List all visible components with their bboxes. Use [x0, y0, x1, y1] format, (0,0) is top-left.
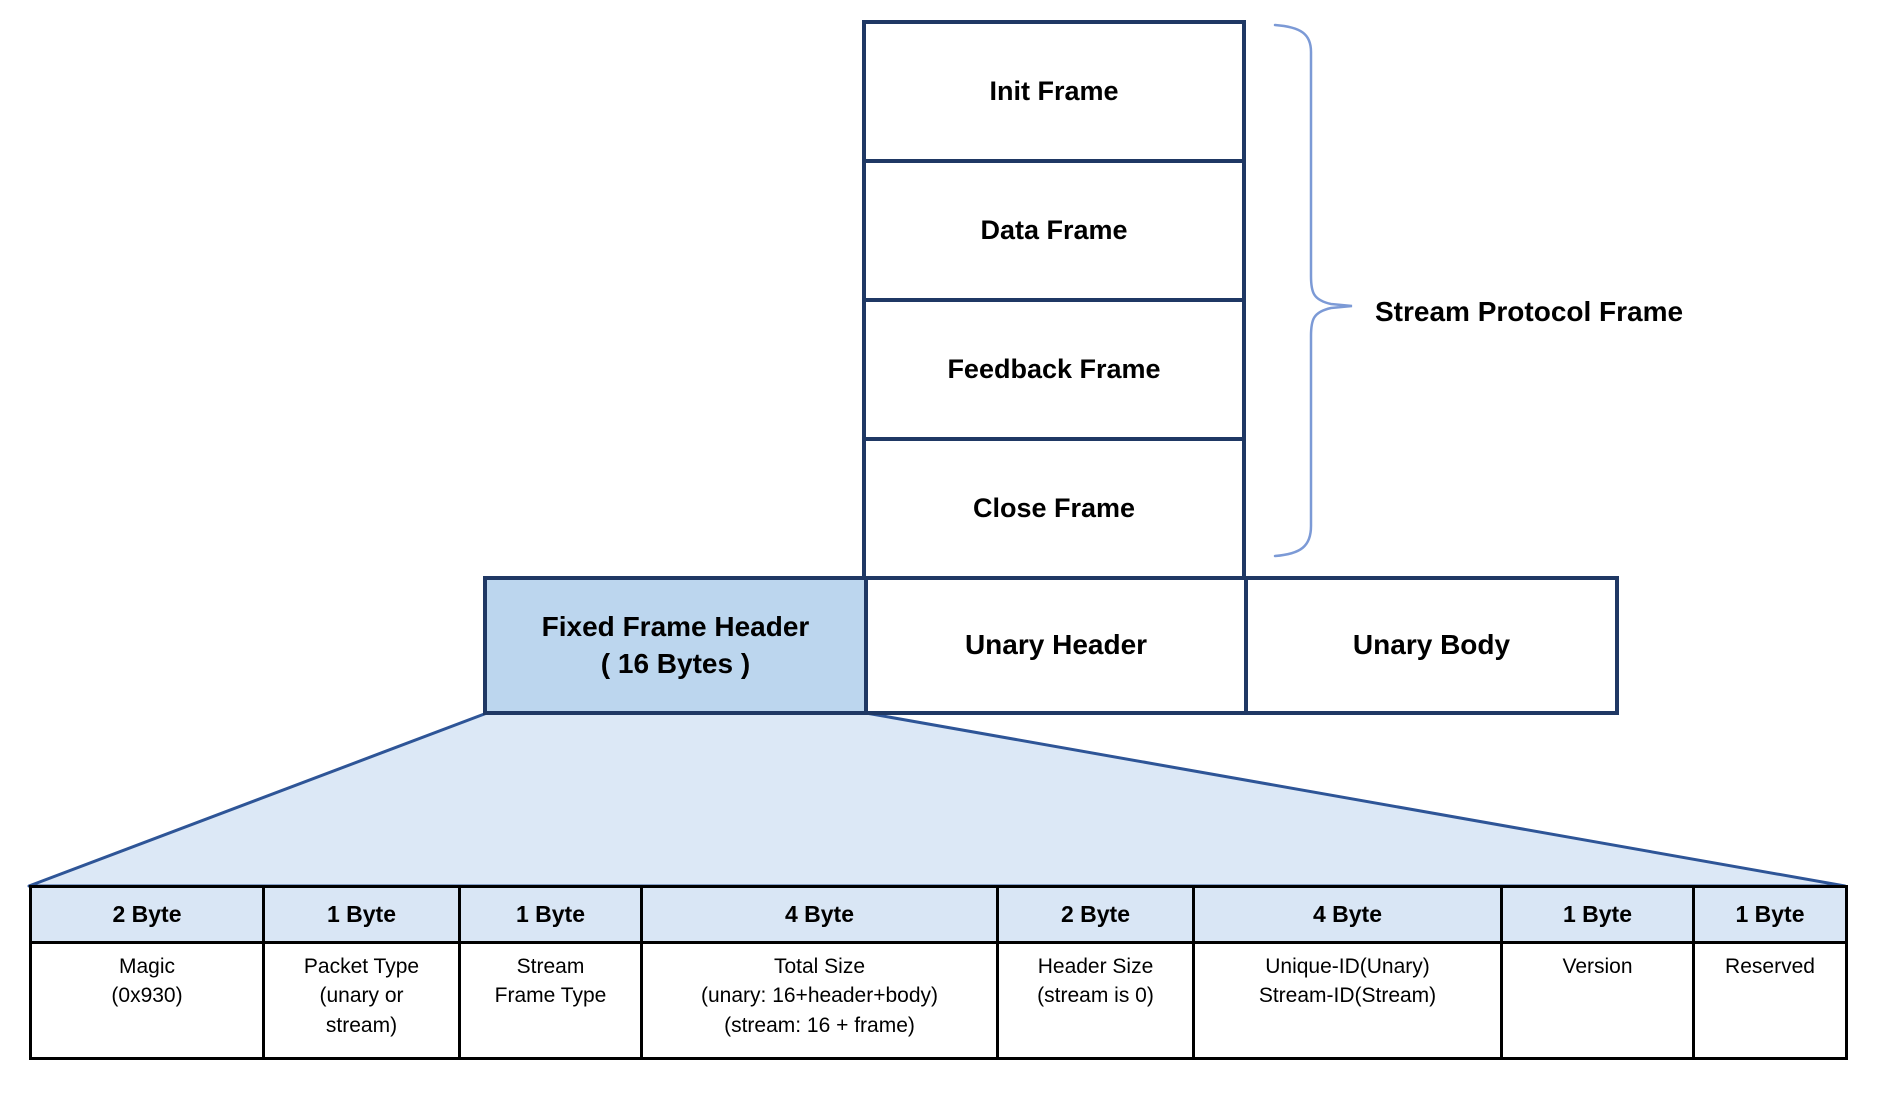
- packet-layout-row: Fixed Frame Header ( 16 Bytes ) Unary He…: [483, 576, 1619, 715]
- field-cell-stream-frame-type: Stream Frame Type: [458, 941, 643, 1060]
- data-frame-box: Data Frame: [866, 159, 1242, 298]
- byte-size-cell: 2 Byte: [996, 885, 1195, 944]
- byte-size-cell: 1 Byte: [1692, 885, 1848, 944]
- curly-brace-icon: [1273, 23, 1353, 558]
- fixed-frame-header-line1: Fixed Frame Header: [541, 611, 810, 643]
- unary-header-label: Unary Header: [964, 629, 1148, 661]
- unary-body-box: Unary Body: [1244, 580, 1615, 711]
- feedback-frame-box: Feedback Frame: [866, 298, 1242, 437]
- brace-label: Stream Protocol Frame: [1375, 296, 1684, 327]
- fixed-frame-header-label: Fixed Frame Header ( 16 Bytes ): [542, 609, 810, 682]
- byte-size-cell: 4 Byte: [1192, 885, 1503, 944]
- byte-size-cell: 2 Byte: [29, 885, 265, 944]
- field-cell-reserved: Reserved: [1692, 941, 1848, 1060]
- init-frame-label: Init Frame: [989, 76, 1119, 106]
- init-frame-box: Init Frame: [866, 24, 1242, 159]
- field-cell-header-size: Header Size (stream is 0): [996, 941, 1195, 1060]
- byte-size-header-row: 2 Byte 1 Byte 1 Byte 4 Byte 2 Byte 4 Byt…: [29, 885, 1848, 944]
- byte-size-cell: 1 Byte: [1500, 885, 1695, 944]
- field-cell-total-size: Total Size (unary: 16+header+body) (stre…: [640, 941, 999, 1060]
- feedback-frame-label: Feedback Frame: [947, 354, 1161, 384]
- close-frame-label: Close Frame: [972, 493, 1136, 523]
- field-cell-unique-id: Unique-ID(Unary) Stream-ID(Stream): [1192, 941, 1503, 1060]
- byte-size-cell: 4 Byte: [640, 885, 999, 944]
- unary-header-box: Unary Header: [864, 580, 1244, 711]
- fixed-frame-header-line2: ( 16 Bytes ): [600, 647, 751, 679]
- fixed-frame-header-box: Fixed Frame Header ( 16 Bytes ): [487, 580, 864, 711]
- field-cell-magic: Magic (0x930): [29, 941, 265, 1060]
- stream-frame-stack: Init Frame Data Frame Feedback Frame Clo…: [862, 20, 1246, 580]
- field-description-row: Magic (0x930) Packet Type (unary or stre…: [29, 941, 1848, 1060]
- unary-body-label: Unary Body: [1352, 629, 1511, 661]
- byte-size-cell: 1 Byte: [458, 885, 643, 944]
- fixed-header-byte-table: 2 Byte 1 Byte 1 Byte 4 Byte 2 Byte 4 Byt…: [29, 885, 1848, 1060]
- byte-size-cell: 1 Byte: [262, 885, 461, 944]
- field-cell-version: Version: [1500, 941, 1695, 1060]
- close-frame-box: Close Frame: [866, 437, 1242, 576]
- data-frame-label: Data Frame: [980, 215, 1128, 245]
- field-cell-packet-type: Packet Type (unary or stream): [262, 941, 461, 1060]
